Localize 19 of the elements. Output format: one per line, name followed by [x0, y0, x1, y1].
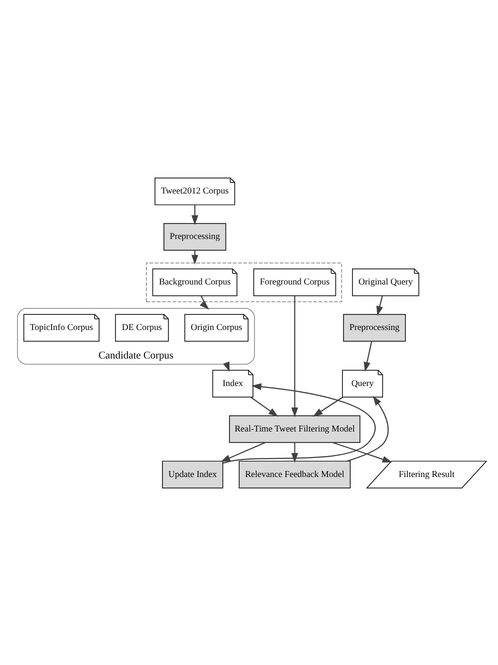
- node-box: Preprocessing: [343, 314, 406, 342]
- node-box: Update Index: [162, 460, 224, 488]
- cluster: [146, 262, 342, 302]
- node-box: Relevance Feedback Model: [238, 460, 351, 488]
- arrow: [364, 340, 372, 372]
- arrow: [222, 382, 376, 464]
- arrow: [250, 396, 278, 416]
- arrow: [220, 442, 266, 462]
- arrow: [200, 295, 210, 310]
- node-box: Preprocessing: [164, 222, 226, 250]
- arrow: [291, 442, 298, 462]
- arrow: [346, 395, 389, 462]
- arrow: [191, 204, 198, 224]
- arrow: [191, 250, 198, 264]
- arrow: [291, 295, 298, 417]
- arrow: [376, 295, 383, 316]
- node-box: Real-Time Tweet Filtering Model: [229, 414, 360, 442]
- arrow: [332, 442, 392, 462]
- arrow: [312, 396, 344, 416]
